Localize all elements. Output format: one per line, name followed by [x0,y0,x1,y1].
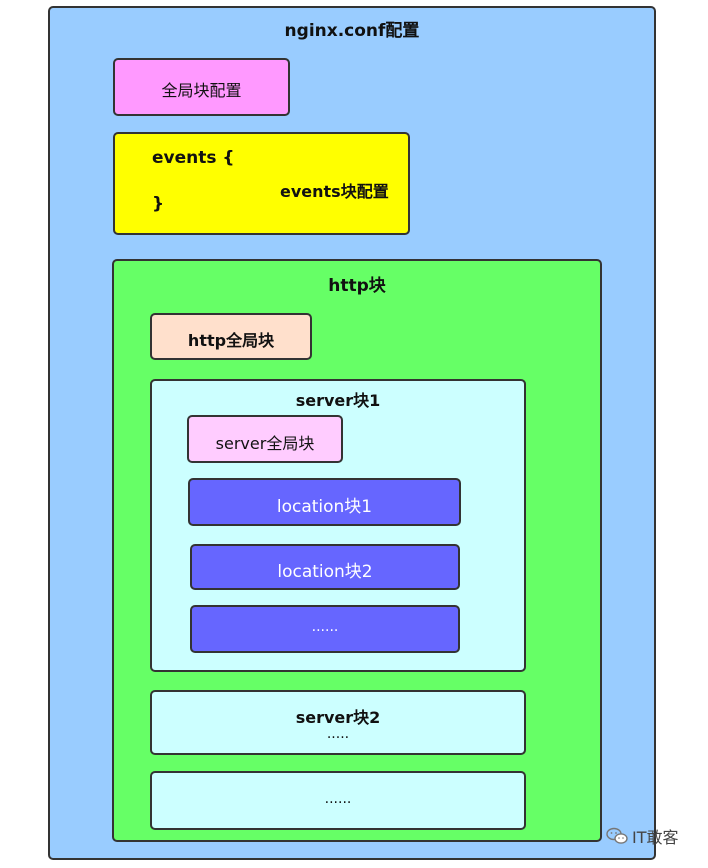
global-block-label: 全局块配置 [161,81,242,100]
events-close: } [152,194,165,214]
watermark-text: IT敢客 [632,828,679,847]
server-block-more: ...... [150,771,526,830]
location-block-2: location块2 [190,544,460,590]
http-global-block: http全局块 [150,313,312,360]
server-block-2: server块2 ..... [150,690,526,755]
http-global-label: http全局块 [187,331,275,350]
diagram-title: nginx.conf配置 [284,21,420,41]
wechat-icon [606,827,628,844]
server2-title: server块2 [295,708,381,727]
global-block: 全局块配置 [113,58,290,116]
location-block-1: location块1 [188,478,461,526]
events-open: events { [152,148,235,168]
server-global-label: server全局块 [215,434,315,453]
location2-label: location块2 [277,562,373,582]
server2-ellipsis: ..... [326,726,350,742]
location-block-more: ...... [190,605,460,653]
server-more-ellipsis: ...... [324,791,352,807]
location-more-label: ...... [311,619,339,635]
http-title: http块 [328,276,386,296]
events-label: events块配置 [280,182,389,201]
events-block: events { events块配置 } [113,132,410,235]
server-global-block: server全局块 [187,415,343,463]
server1-title: server块1 [295,391,381,410]
watermark: IT敢客 [606,824,679,848]
location1-label: location块1 [276,497,373,517]
